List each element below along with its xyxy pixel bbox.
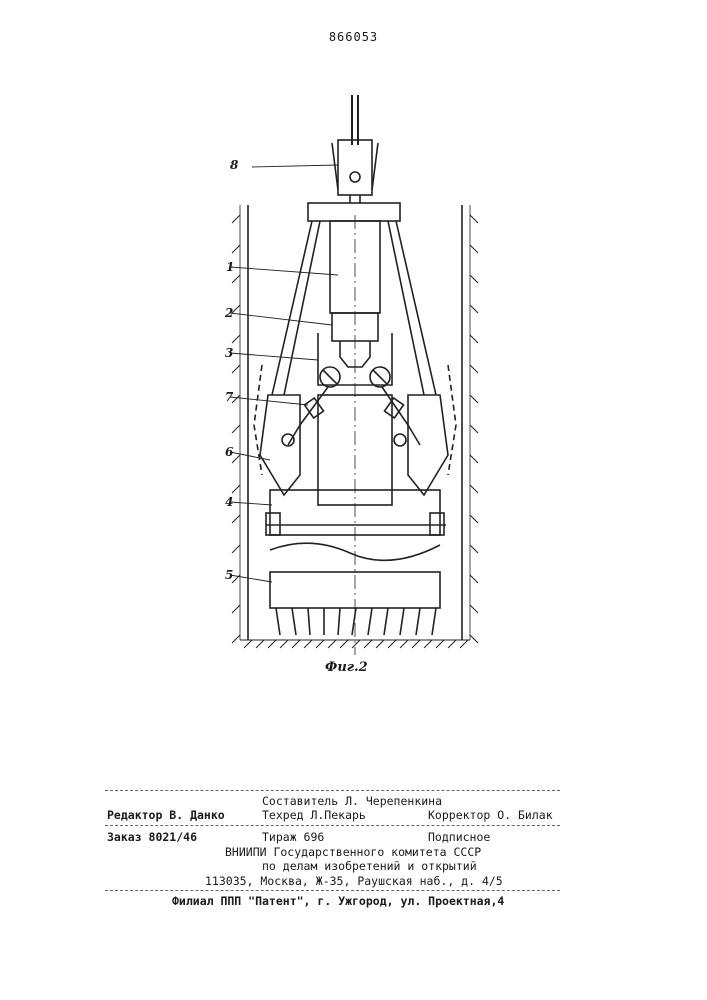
- figure-label-8: 8: [230, 158, 238, 172]
- figure-label-3: 3: [225, 346, 233, 360]
- page-number: 866053: [0, 30, 707, 44]
- technical-drawing: [200, 95, 500, 695]
- org-line-2: по делам изобретений и открытий: [262, 859, 477, 873]
- compiler-line: Составитель Л. Черепенкина: [262, 794, 442, 808]
- subscription-line: Подписное: [428, 830, 490, 844]
- corrector-line: Корректор О. Билак: [428, 808, 553, 822]
- address-line: 113035, Москва, Ж-35, Раушская наб., д. …: [205, 874, 503, 888]
- editor-line: Редактор В. Данко: [107, 808, 225, 822]
- branch-line: Филиал ППП "Патент", г. Ужгород, ул. Про…: [172, 894, 504, 908]
- figure-label-7: 7: [225, 390, 233, 404]
- figure-label-5: 5: [225, 568, 233, 582]
- figure-caption: Фиг.2: [325, 660, 368, 675]
- figure-label-1: 1: [226, 260, 234, 274]
- separator-middle: [105, 825, 560, 826]
- separator-top: [105, 790, 560, 791]
- circulation-line: Тираж 696: [262, 830, 324, 844]
- figure-label-4: 4: [225, 495, 233, 509]
- separator-bottom: [105, 890, 560, 891]
- figure-label-2: 2: [225, 306, 233, 320]
- techred-line: Техред Л.Пекарь: [262, 808, 366, 822]
- figure-label-6: 6: [225, 445, 233, 459]
- org-line-1: ВНИИПИ Государственного комитета СССР: [225, 845, 481, 859]
- order-line: Заказ 8021/46: [107, 830, 197, 844]
